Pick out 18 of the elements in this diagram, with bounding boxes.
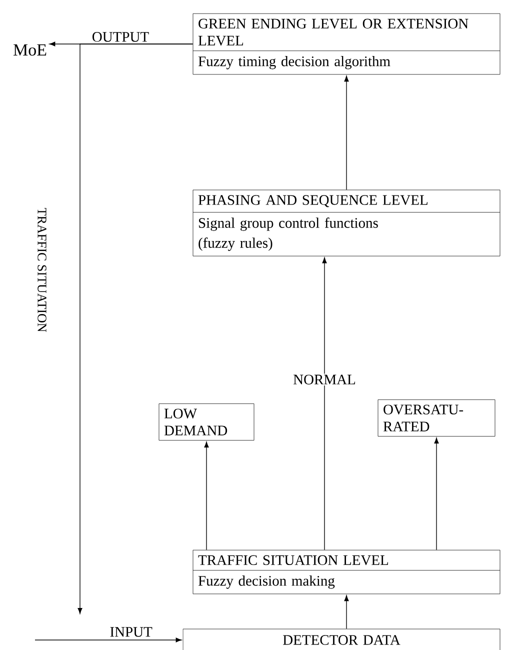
level-box: TRAFFIC SITUATION LEVEL Fuzzy decision making xyxy=(192,550,500,594)
result-box: OVERSATU-RATED xyxy=(378,400,496,437)
level-box: PHASING AND SEQUENCE LEVEL Signal group control functions (fuzzy rules) xyxy=(192,190,500,256)
level-box: GREEN ENDING LEVEL OR EXTENSION LEVEL Fuzzy timing decision algorithm xyxy=(192,13,500,75)
edge-label: NORMAL xyxy=(292,374,357,386)
output-label: MoE xyxy=(13,44,46,56)
arrow xyxy=(78,44,194,614)
result-box: LOW DEMAND xyxy=(158,404,254,441)
arrow xyxy=(434,438,439,550)
edge-label: TRAFFIC SITUATION xyxy=(38,208,46,332)
input-box: DETECTOR DATA xyxy=(182,628,500,650)
arrow xyxy=(322,257,327,550)
arrow xyxy=(344,76,349,190)
edge-label: OUTPUT xyxy=(92,32,149,42)
arrow xyxy=(204,442,209,550)
edge-label: INPUT xyxy=(110,627,152,637)
arrow xyxy=(34,638,182,642)
arrow xyxy=(344,595,349,630)
